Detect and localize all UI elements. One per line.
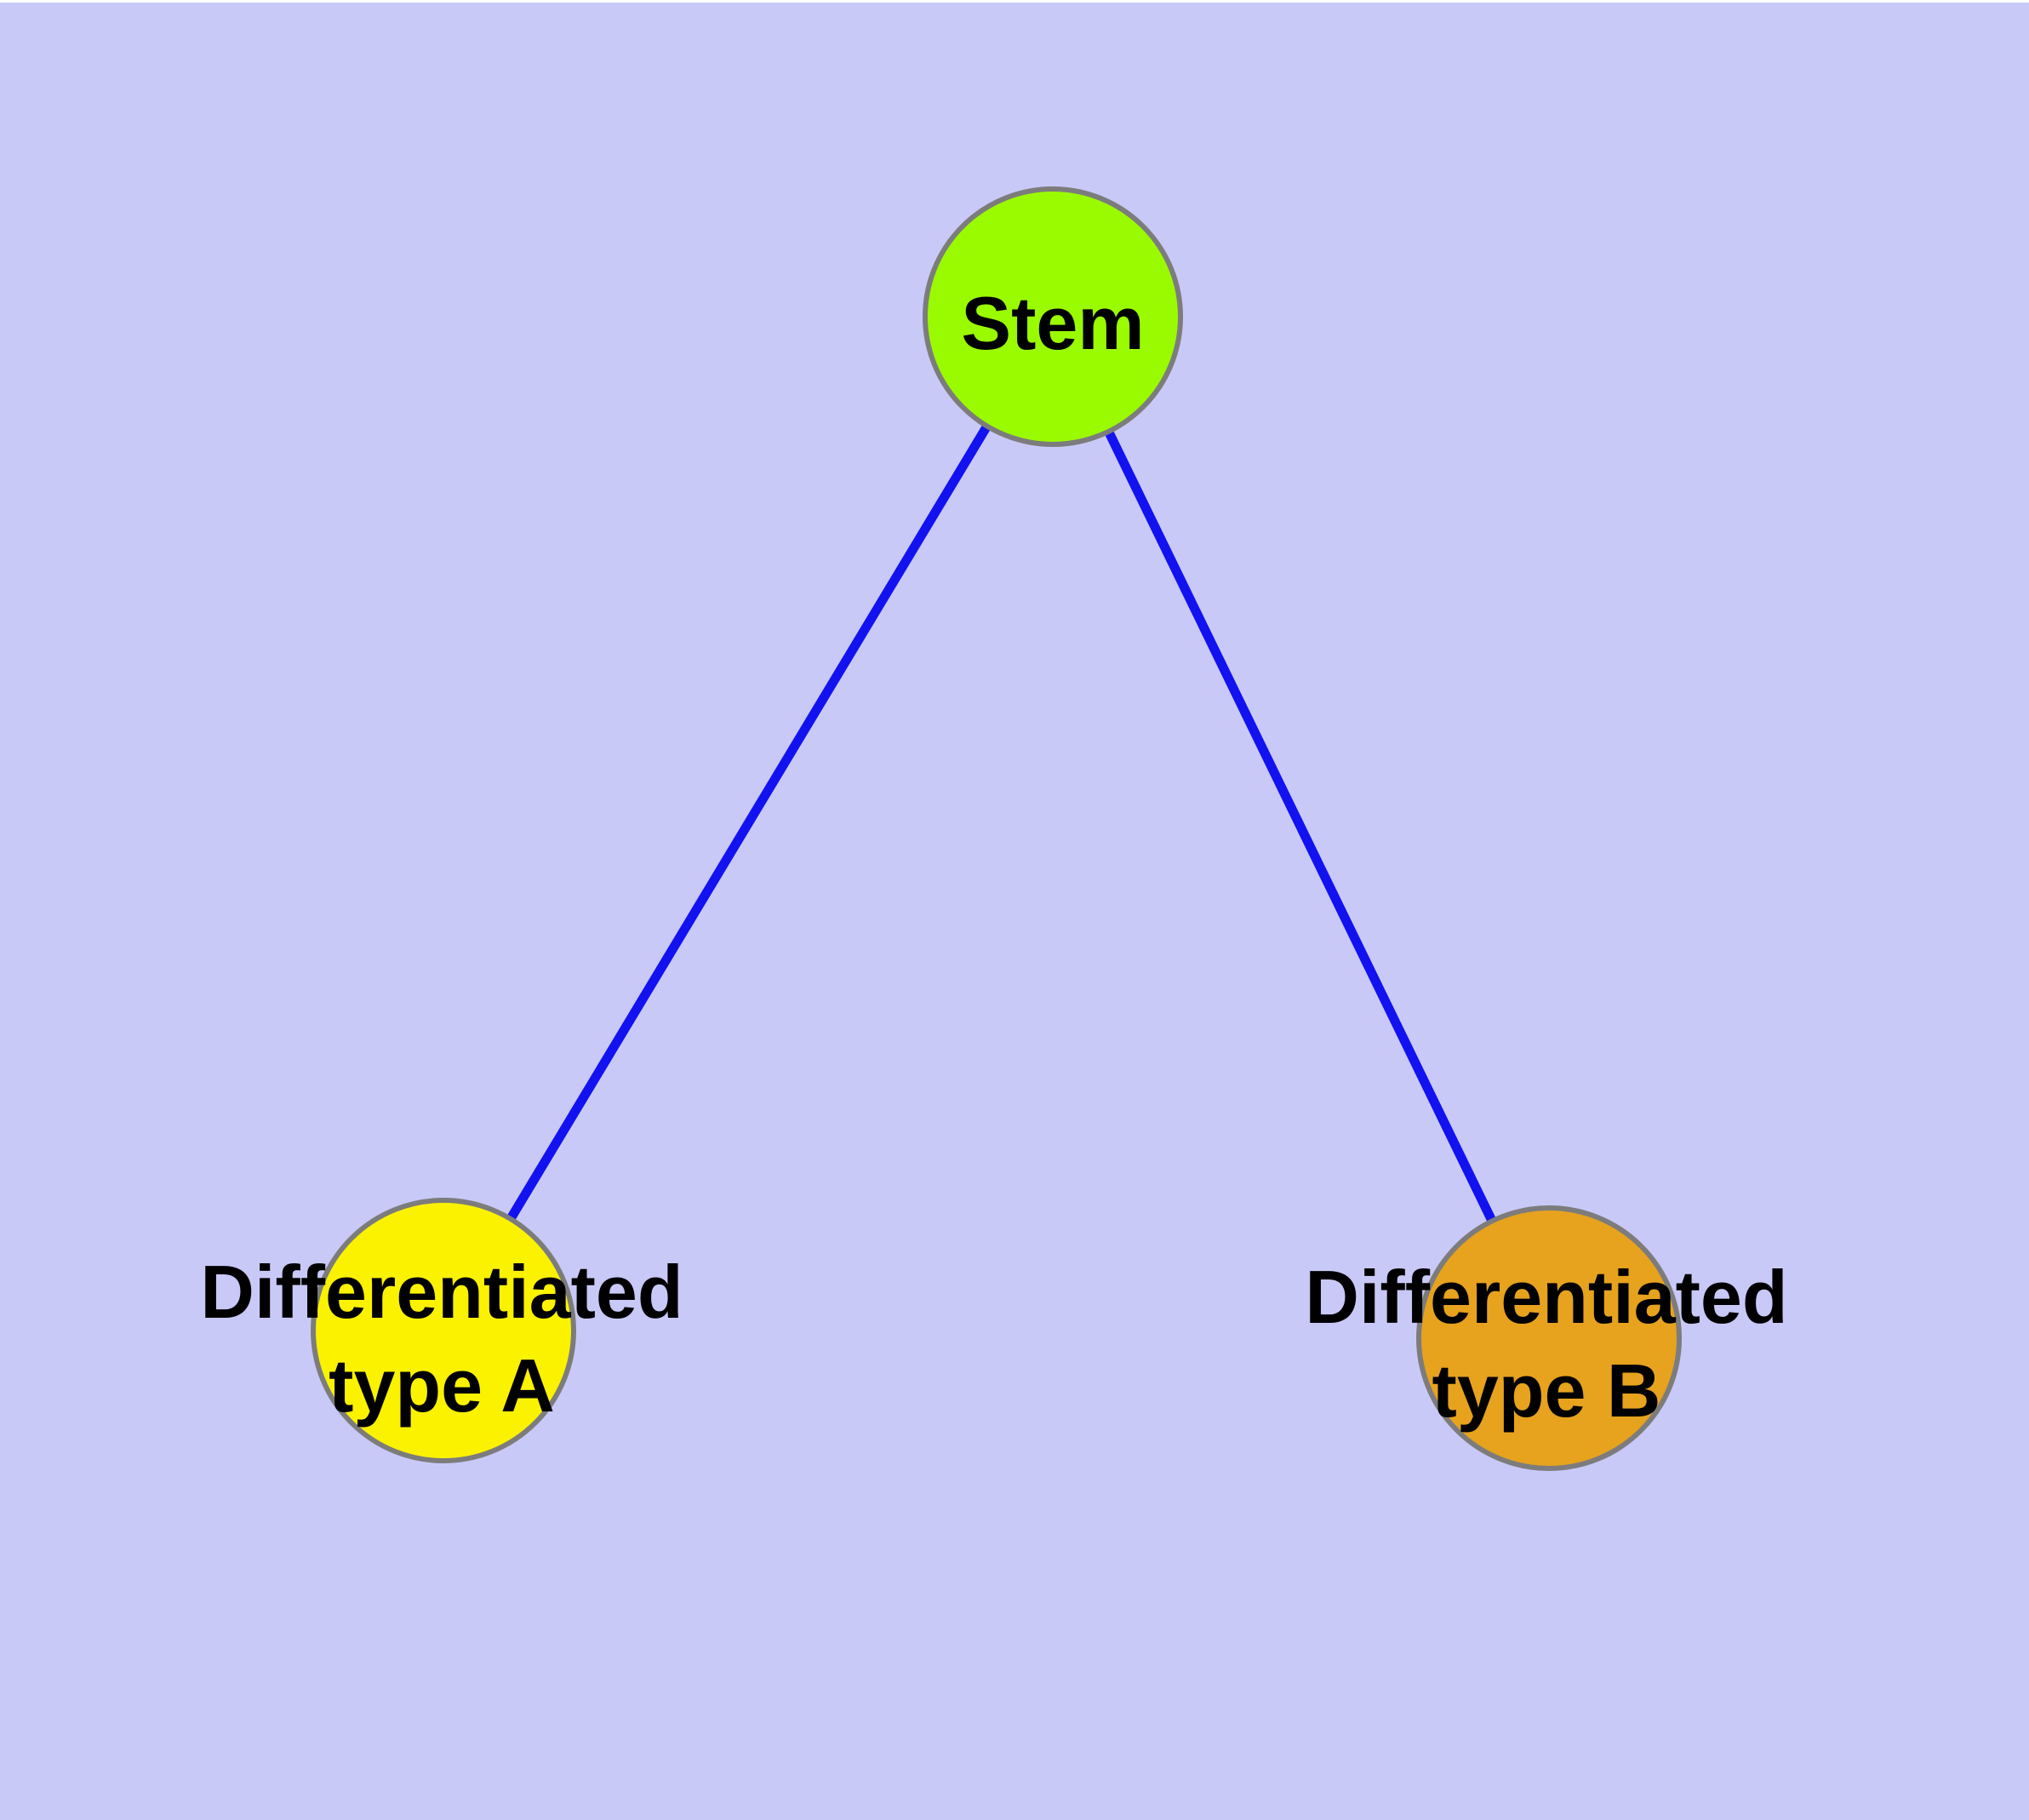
edge-stem-to-type-b <box>1049 314 1553 1341</box>
type-b-node <box>1416 1205 1682 1471</box>
stem-node-label: Stem <box>961 281 1144 365</box>
type-a-node-label-line-1: Differentiated <box>200 1250 683 1334</box>
type-a-node <box>311 1198 576 1463</box>
type-b-node-label-line-2: type B <box>1432 1348 1661 1433</box>
type-a-node-label-line-2: type A <box>329 1343 555 1428</box>
stem-node <box>923 186 1183 447</box>
type-b-node-label-line-1: Differentiated <box>1305 1255 1787 1339</box>
edge-stem-to-type-a <box>439 314 1057 1333</box>
